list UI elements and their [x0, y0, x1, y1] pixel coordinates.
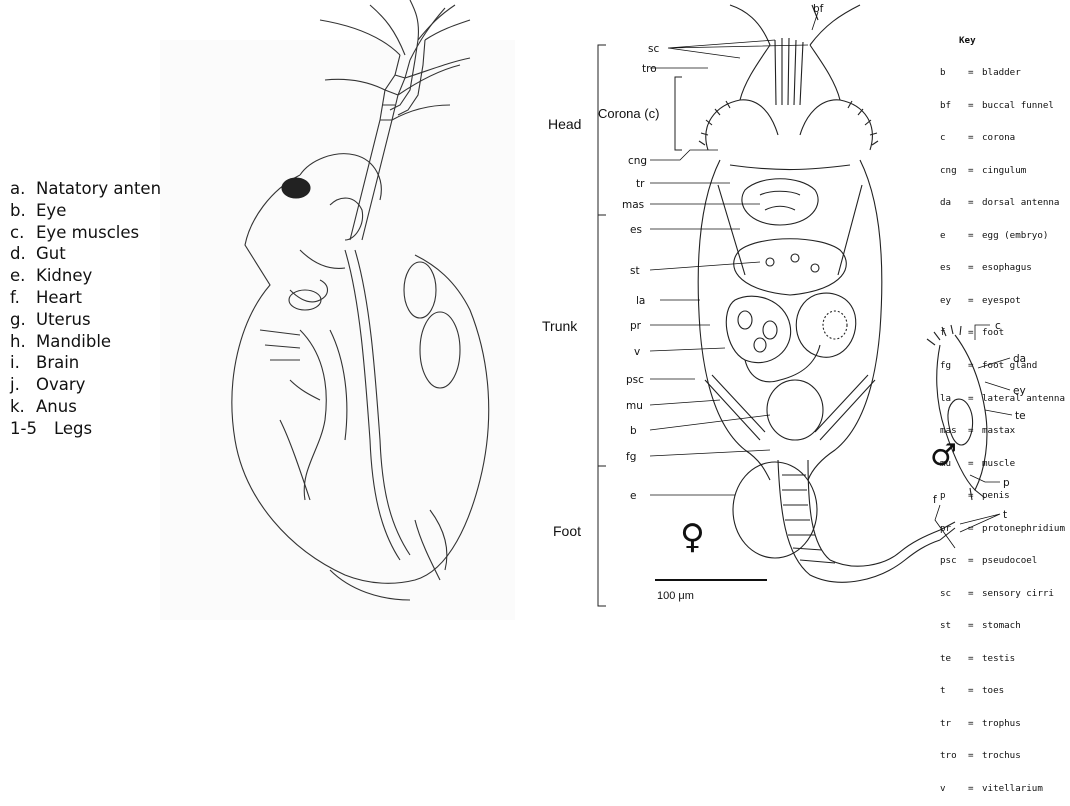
key-abbr: e	[940, 231, 968, 242]
key-row: fg=foot gland	[940, 361, 1065, 372]
key-row: tr=trophus	[940, 719, 1065, 730]
label-v: v	[634, 346, 640, 358]
key-abbr: t	[940, 686, 968, 697]
key-name: foot	[982, 327, 1004, 338]
label-f: f	[933, 494, 937, 506]
key-row: da=dorsal antenna	[940, 198, 1065, 209]
corona-label: Corona (c)	[598, 106, 659, 121]
key-name: vitellarium	[982, 783, 1043, 794]
label-tro: tro	[642, 63, 657, 75]
key-name: egg (embryo)	[982, 230, 1048, 241]
label-sc: sc	[648, 43, 659, 55]
key-abbr: sc	[940, 589, 968, 600]
key-name: pseudocoel	[982, 555, 1037, 566]
key-abbr: cng	[940, 166, 968, 177]
scale-bar-label: 100 μm	[657, 590, 694, 602]
key-name: cingulum	[982, 165, 1026, 176]
label-b: b	[630, 425, 637, 437]
key-abbr: tro	[940, 751, 968, 762]
region-foot: Foot	[553, 523, 581, 539]
key-name: sensory cirri	[982, 588, 1054, 599]
daphnia-drawing	[160, 0, 515, 620]
label-la: la	[636, 295, 645, 307]
key-name: esophagus	[982, 262, 1032, 273]
key-row: cng=cingulum	[940, 166, 1065, 177]
key-row: mas=mastax	[940, 426, 1065, 437]
key-row: c=corona	[940, 133, 1065, 144]
rotifer-key: Key b=bladder bf=buccal funnel c=corona …	[940, 14, 1065, 806]
key-row: p=penis	[940, 491, 1065, 502]
key-name: mastax	[982, 425, 1015, 436]
key-name: penis	[982, 490, 1010, 501]
key-abbr: fg	[940, 361, 968, 372]
key-row: psc=pseudocoel	[940, 556, 1065, 567]
key-name: trophus	[982, 718, 1021, 729]
female-symbol: ♀	[680, 517, 705, 557]
key-abbr: psc	[940, 556, 968, 567]
key-name: stomach	[982, 620, 1021, 631]
key-name: corona	[982, 132, 1015, 143]
key-row: tro=trochus	[940, 751, 1065, 762]
key-name: lateral antenna	[982, 393, 1065, 404]
key-abbr: c	[940, 133, 968, 144]
key-row: te=testis	[940, 654, 1065, 665]
key-row: b=bladder	[940, 68, 1065, 79]
key-name: dorsal antenna	[982, 197, 1059, 208]
key-row: f=foot	[940, 328, 1065, 339]
key-name: bladder	[982, 67, 1021, 78]
label-pr: pr	[630, 320, 642, 332]
key-name: muscle	[982, 458, 1015, 469]
key-name: eyespot	[982, 295, 1021, 306]
key-abbr: tr	[940, 719, 968, 730]
key-abbr: pr	[940, 524, 968, 535]
key-abbr: mas	[940, 426, 968, 437]
label-bf: bf	[813, 3, 824, 15]
key-row: ey=eyespot	[940, 296, 1065, 307]
label-psc: psc	[626, 374, 644, 386]
key-abbr: da	[940, 198, 968, 209]
key-name: protonephridium	[982, 523, 1065, 534]
key-abbr: bf	[940, 101, 968, 112]
key-abbr: es	[940, 263, 968, 274]
key-name: trochus	[982, 750, 1021, 761]
label-mu: mu	[626, 400, 643, 412]
label-es: es	[630, 224, 642, 236]
key-row: la=lateral antenna	[940, 394, 1065, 405]
key-row: e=egg (embryo)	[940, 231, 1065, 242]
key-abbr: v	[940, 784, 968, 795]
key-abbr: p	[940, 491, 968, 502]
label-cng: cng	[628, 155, 647, 167]
key-row: bf=buccal funnel	[940, 101, 1065, 112]
region-trunk: Trunk	[542, 318, 577, 334]
key-name: toes	[982, 685, 1004, 696]
key-name: testis	[982, 653, 1015, 664]
key-abbr: f	[940, 328, 968, 339]
key-name: buccal funnel	[982, 100, 1054, 111]
label-st: st	[630, 265, 640, 277]
key-abbr: b	[940, 68, 968, 79]
key-row: v=vitellarium	[940, 784, 1065, 795]
key-row: t=toes	[940, 686, 1065, 697]
key-abbr: la	[940, 394, 968, 405]
label-e: e	[630, 490, 636, 502]
label-mas: mas	[622, 199, 644, 211]
key-row: es=esophagus	[940, 263, 1065, 274]
label-tr: tr	[636, 178, 645, 190]
label-fg: fg	[626, 451, 636, 463]
key-abbr: mu	[940, 459, 968, 470]
key-abbr: te	[940, 654, 968, 665]
key-row: mu=muscle	[940, 459, 1065, 470]
key-row: sc=sensory cirri	[940, 589, 1065, 600]
key-title: Key	[940, 36, 1065, 47]
key-name: foot gland	[982, 360, 1037, 371]
key-abbr: ey	[940, 296, 968, 307]
key-row: pr=protonephridium	[940, 524, 1065, 535]
region-head: Head	[548, 116, 581, 132]
illustrations: sc tro cng tr mas es st la pr v psc mu b…	[0, 0, 1070, 623]
